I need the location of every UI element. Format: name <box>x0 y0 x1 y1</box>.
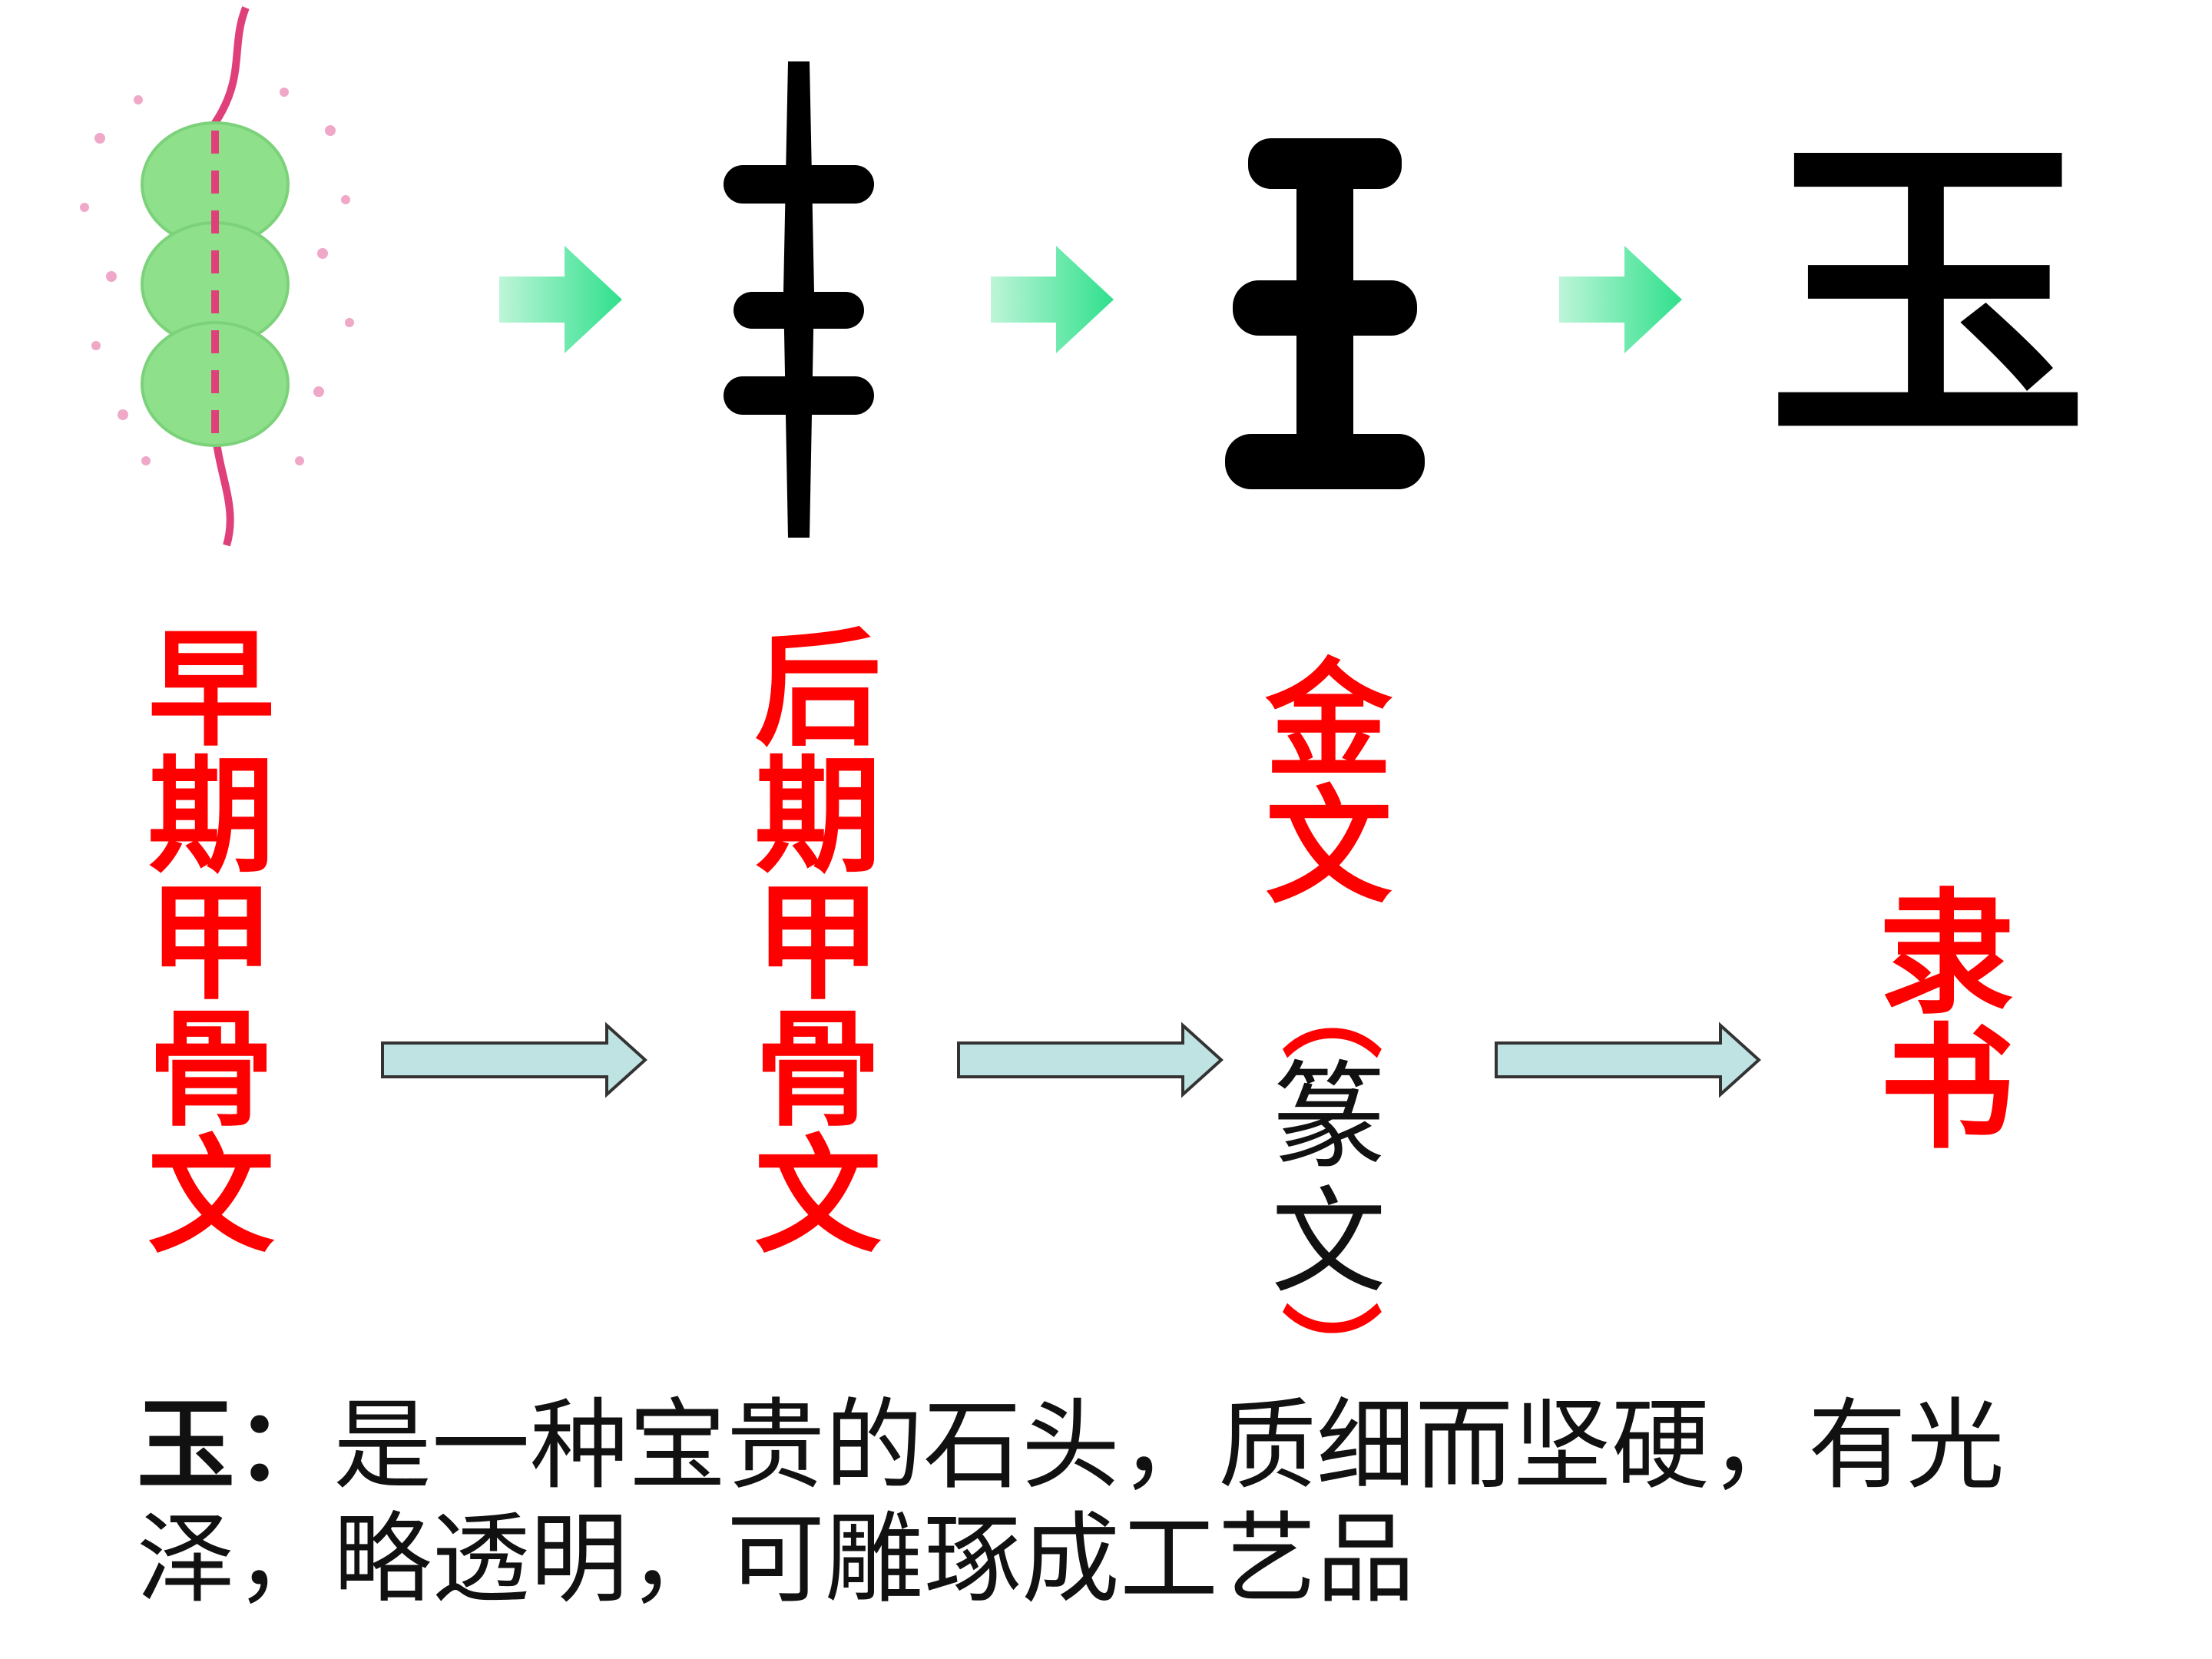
label-char: 书 <box>1879 1010 2015 1167</box>
open-paren: （ <box>1270 959 1388 1061</box>
late-oracle-glyph <box>714 61 883 538</box>
flow-arrow-1 <box>380 1022 649 1098</box>
note-char: 文 <box>1270 1176 1386 1310</box>
green-arrow-2 <box>983 230 1121 369</box>
flow-arrow-2 <box>956 1022 1225 1098</box>
flow-arrow-3 <box>1494 1022 1763 1098</box>
stage-label-early-oracle: 早 期 甲 骨 文 <box>142 626 280 1260</box>
label-char: 文 <box>1265 772 1392 921</box>
stage-label-bronze: 金 文 <box>1260 657 1398 910</box>
label-char: 期 <box>754 741 882 890</box>
stage-label-late-oracle: 后 期 甲 骨 文 <box>749 626 887 1260</box>
label-char: 骨 <box>147 995 275 1144</box>
clerical-script-glyph: 玉 <box>1767 106 2089 485</box>
description-term: 玉： <box>137 1388 334 1503</box>
early-oracle-pictograph <box>54 0 376 553</box>
sparkle-dots <box>80 88 354 465</box>
close-paren: ） <box>1270 1300 1388 1402</box>
bronze-inscription-glyph <box>1221 131 1429 499</box>
green-arrow-1 <box>492 230 630 369</box>
label-char: 期 <box>147 741 275 890</box>
label-char: 后 <box>754 614 882 763</box>
label-char: 文 <box>147 1121 275 1270</box>
green-arrow-3 <box>1551 230 1690 369</box>
label-char: 隶 <box>1879 876 2015 1033</box>
stage-label-clerical: 隶 书 <box>1874 887 2020 1156</box>
jade-description: 玉：是一种宝贵的石头，质细而坚硬，有光泽，略透明，可雕琢成工艺品 <box>137 1389 2103 1617</box>
note-char: 篆 <box>1270 1051 1386 1185</box>
label-char: 金 <box>1265 645 1392 794</box>
label-char: 骨 <box>754 995 882 1144</box>
label-char: 早 <box>147 614 275 763</box>
seal-script-note: （ 篆 文 ） <box>1260 960 1398 1401</box>
label-char: 甲 <box>754 868 882 1017</box>
label-char: 甲 <box>147 868 275 1017</box>
label-char: 文 <box>754 1121 882 1270</box>
description-text: 是一种宝贵的石头，质细而坚硬，有光泽，略透明，可雕琢成工艺品 <box>137 1389 2005 1617</box>
